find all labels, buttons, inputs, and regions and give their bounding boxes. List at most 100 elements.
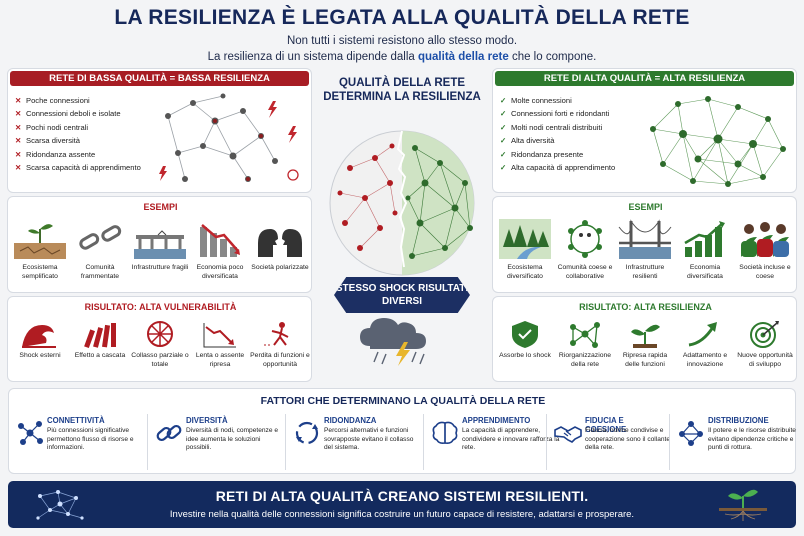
low-quality-network-panel: RETE DI BASSA QUALITÀ = BASSA RESILIENZA…	[7, 68, 312, 193]
list-item: ✕Ridondanza assente	[15, 148, 141, 161]
people-circle-icon	[568, 220, 602, 258]
example-item: Società incluse e coese	[735, 217, 795, 281]
result-label: Collasso parziale o totale	[131, 352, 189, 368]
conclusion-banner: RETI DI ALTA QUALITÀ CREANO SISTEMI RESI…	[8, 481, 796, 528]
factor-desc: Fiducia, norme condivise e cooperazione …	[585, 427, 671, 452]
low-result-title: RISULTATO: ALTA VULNERABILITÀ	[84, 302, 237, 312]
example-label: Ecosistema semplificato	[22, 264, 58, 280]
high-result-row: Assorbe lo shock Riorganizzazione della …	[495, 319, 795, 369]
example-item: Infrastrutture resilienti	[615, 217, 675, 281]
list-item-label: Molti nodi centrali distribuiti	[511, 122, 603, 132]
list-item: ✓Alta capacità di apprendimento	[500, 161, 615, 174]
list-item: ✕Scarsa capacità di apprendimento	[15, 161, 141, 174]
result-item: Effetto a cascata	[70, 319, 130, 369]
shock-label: STESSO SHOCK RISULTATI DIVERSI	[334, 277, 470, 313]
forest-river-icon	[499, 219, 551, 259]
factor-desc: Il potere e le risorse distribuite evita…	[708, 427, 796, 452]
high-quality-examples-panel: ESEMPI Ecosistema diversificato Comunità…	[492, 196, 797, 293]
factor-diversita: DIVERSITÀ Diversità di nodi, competenze …	[147, 414, 282, 470]
factor-name: APPRENDIMENTO	[462, 416, 531, 425]
subtitle-line-2: La resilienza di un sistema dipende dall…	[0, 51, 804, 63]
factors-panel: FATTORI CHE DETERMINANO LA QUALITÀ DELLA…	[8, 388, 796, 474]
shield-icon	[512, 321, 538, 348]
lightning-icon	[159, 166, 167, 181]
result-item: Assorbe lo shock	[495, 319, 555, 369]
down-chart-icon	[203, 323, 236, 348]
example-item: Ecosistema diversificato	[495, 217, 555, 281]
cycle-arrows-icon	[295, 421, 319, 445]
check-mark-icon: ✓	[500, 96, 507, 105]
high-quality-list: ✓Molte connessioni ✓Connessioni forti e …	[500, 94, 615, 174]
list-item-label: Poche connessioni	[26, 96, 90, 105]
growth-chart-icon	[684, 221, 725, 257]
low-examples-row: Ecosistema semplificato Comunità frammen…	[10, 217, 310, 281]
list-item: ✓Alta diversità	[500, 134, 615, 147]
high-quality-result-panel: RISULTATO: ALTA RESILIENZA Assorbe lo sh…	[492, 296, 797, 382]
factor-name: FIDUCIA E COESIONE	[585, 416, 627, 434]
check-mark-icon: ✓	[500, 149, 507, 159]
list-item: ✓ Molte connessioni	[500, 94, 615, 107]
result-label: Shock esterni	[19, 352, 61, 359]
list-item-label: Alta diversità	[511, 136, 555, 146]
example-item: Economia poco diversificata	[190, 217, 250, 281]
list-item-label: Ridondanza presente	[511, 149, 584, 159]
list-item-label: Connessioni deboli e isolate	[26, 109, 121, 119]
page-title: LA RESILIENZA È LEGATA ALLA QUALITÀ DELL…	[114, 6, 690, 29]
result-label: Adattamento e innovazione	[682, 352, 728, 368]
group-people-icon	[741, 222, 789, 257]
example-item: Comunità coese e collaborative	[555, 217, 615, 281]
list-item-label: Molte connessioni	[511, 96, 572, 105]
check-mark-icon: ✓	[500, 109, 507, 119]
result-item: Adattamento e innovazione	[675, 319, 735, 369]
result-label: Effetto a cascata	[74, 352, 126, 359]
suspension-bridge-icon	[618, 219, 672, 259]
high-quality-network-panel: RETE DI ALTA QUALITÀ = ALTA RESILIENZA ✓…	[492, 68, 797, 193]
wave-icon	[22, 325, 56, 348]
list-item-label: Alta capacità di apprendimento	[511, 163, 616, 173]
factor-name: CONNETTIVITÀ	[47, 416, 105, 425]
result-item: Perdita di funzioni e opportunità	[250, 319, 310, 369]
example-item: Società polarizzate	[250, 217, 310, 281]
factor-ridondanza: RIDONDANZA Percorsi alternativi e funzio…	[285, 414, 420, 470]
example-item: Ecosistema semplificato	[10, 217, 70, 281]
network-icon	[570, 322, 600, 348]
list-item: ✓Molti nodi centrali distribuiti	[500, 121, 615, 134]
list-item: ✕Scarsa diversità	[15, 134, 141, 147]
falling-person-icon	[264, 322, 289, 346]
x-mark-icon: ✕	[15, 96, 22, 105]
center-title: QUALITÀ DELLA RETE DETERMINA LA RESILIEN…	[323, 77, 481, 103]
factor-name: DISTRIBUZIONE	[708, 416, 769, 425]
example-label: Ecosistema diversificato	[507, 264, 543, 280]
high-result-title: RISULTATO: ALTA RESILIENZA	[579, 302, 712, 312]
lightning-icon	[288, 126, 297, 143]
factor-desc: Percorsi alternativi e funzioni sovrappo…	[324, 427, 414, 452]
distributed-nodes-icon	[679, 421, 703, 446]
network-nodes-icon	[18, 421, 43, 445]
low-quality-list: ✕ Poche connessioni ✕ Connessioni deboli e…	[15, 94, 141, 174]
collapse-icon	[147, 321, 173, 347]
sparse-network-illustration	[159, 93, 299, 182]
list-item-label: Ridondanza assente	[26, 149, 96, 159]
x-mark-icon: ✕	[15, 136, 22, 146]
banner-subline: Investire nella qualità delle connession…	[169, 509, 635, 520]
example-label: Infrastrutture resilienti	[625, 264, 665, 280]
dominoes-icon	[84, 323, 116, 349]
network-comparison-circle	[329, 130, 475, 276]
list-item: ✕Pochi nodi centrali	[15, 121, 141, 134]
lightning-icon	[268, 101, 277, 118]
result-label: Ripresa rapida delle funzioni	[622, 352, 668, 368]
result-item: Riorganizzazione della rete	[555, 319, 615, 369]
factor-distribuzione: DISTRIBUZIONE Il potere e le risorse dis…	[669, 414, 796, 470]
broken-chain-icon	[79, 225, 122, 250]
x-mark-icon: ✕	[15, 109, 22, 119]
low-examples-title: ESEMPI	[143, 202, 178, 212]
low-result-row: Shock esterni Effetto a cascata Collasso…	[10, 319, 310, 369]
factor-apprendimento: APPRENDIMENTO La capacità di apprendere,…	[423, 414, 559, 470]
declining-chart-icon	[200, 224, 240, 257]
result-label: Riorganizzazione della rete	[558, 352, 612, 368]
high-examples-row: Ecosistema diversificato Comunità coese …	[495, 217, 795, 281]
low-quality-header: RETE DI BASSA QUALITÀ = BASSA RESILIENZA	[10, 71, 309, 86]
factor-name: DIVERSITÀ	[186, 416, 228, 425]
factor-connettivita: CONNETTIVITÀ Più connessioni significati…	[9, 414, 144, 470]
handshake-icon	[554, 426, 582, 443]
